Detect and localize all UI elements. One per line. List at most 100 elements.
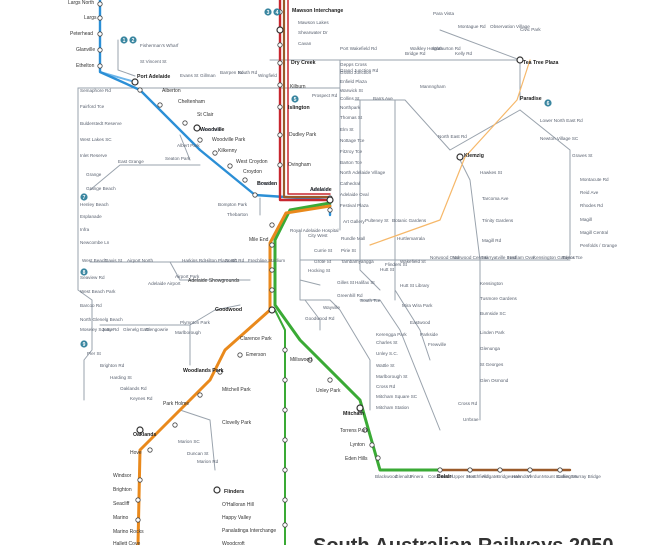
station-label[interactable]: Marryatville East <box>482 255 517 260</box>
station-label[interactable]: Barrpen Rd <box>220 70 244 75</box>
station-label[interactable]: Belair <box>437 474 451 480</box>
station-label[interactable]: Upper Sturt <box>452 474 476 479</box>
station-label[interactable]: Albert Park <box>177 143 200 148</box>
station-label[interactable]: Taylor Tce <box>562 255 583 260</box>
station-label[interactable]: Unley S.C. <box>376 351 398 356</box>
station-dot[interactable] <box>497 467 503 473</box>
station-label[interactable]: Pulteney St <box>365 218 389 223</box>
station-label[interactable]: Brighton Rd <box>100 363 125 368</box>
station-label[interactable]: Goodwood <box>215 307 242 313</box>
station-label[interactable]: Glenalta <box>395 474 413 479</box>
station-label[interactable]: Mitchell Park <box>222 387 251 393</box>
station-label[interactable]: Flinders St <box>385 262 408 267</box>
station-label[interactable]: Adelaide Oval <box>340 192 369 197</box>
station-label[interactable]: Grand Junction <box>340 70 372 75</box>
station-dot[interactable] <box>277 60 283 66</box>
station-label[interactable]: Adelaide <box>310 187 328 192</box>
station-label[interactable]: Collins St <box>340 96 360 101</box>
station-dot[interactable] <box>269 222 275 228</box>
station-label[interactable]: Urrbrae <box>463 417 479 422</box>
station-label[interactable]: Kensington <box>480 281 503 286</box>
station-label[interactable]: Halifax St <box>355 280 375 285</box>
station-dot[interactable] <box>527 467 533 473</box>
station-label[interactable]: Mannngham <box>420 84 446 89</box>
station-dot[interactable] <box>369 442 375 448</box>
station-label[interactable]: Happy Valley <box>222 515 252 521</box>
station-label[interactable]: Prospect Rd <box>312 93 338 98</box>
station-label[interactable]: Keynes Rd <box>130 396 153 401</box>
station-label[interactable]: Fitzroy Tce <box>340 149 363 154</box>
station-label[interactable]: Marlborough St <box>376 374 408 379</box>
station-label[interactable]: Unley Park <box>316 388 341 394</box>
station-label[interactable]: Marino <box>113 515 129 521</box>
station-label[interactable]: Kelly Rd <box>455 51 473 56</box>
station-label[interactable]: Peterhead <box>70 31 93 37</box>
station-label[interactable]: Hilton Plaza SC <box>205 258 238 263</box>
station-label[interactable]: North Adelaide Village <box>340 170 386 175</box>
station-label[interactable]: Grote St <box>314 259 332 264</box>
station-dot[interactable] <box>277 42 283 48</box>
station-dot[interactable] <box>182 120 188 126</box>
station-dot[interactable] <box>197 137 203 143</box>
station-label[interactable]: Grange <box>86 172 102 177</box>
station-dot[interactable] <box>557 467 563 473</box>
station-dot[interactable] <box>227 163 233 169</box>
station-label[interactable]: Marion SC <box>178 439 200 444</box>
station-label[interactable]: Oaklands Rd <box>120 386 147 391</box>
station-dot[interactable] <box>269 242 275 248</box>
station-label[interactable]: Rundle Mall <box>341 236 365 241</box>
station-label[interactable]: Northpark <box>340 105 361 110</box>
station-label[interactable]: Islington <box>288 105 310 111</box>
station-label[interactable]: Magill <box>580 217 592 222</box>
station-label[interactable]: Port Wakefield Rd <box>340 46 377 51</box>
station-label[interactable]: Flinders <box>224 489 244 495</box>
station-label[interactable]: West Croydon <box>236 159 268 165</box>
station-label[interactable]: Brighton <box>113 487 132 493</box>
station-label[interactable]: Bompton Park <box>218 202 248 207</box>
station-dot[interactable] <box>135 497 141 503</box>
station-label[interactable]: Observation Village <box>490 24 530 29</box>
station-label[interactable]: Bowden <box>257 181 277 187</box>
station-dot[interactable] <box>277 162 283 168</box>
station-label[interactable]: Norwood Central <box>453 255 487 260</box>
station-label[interactable]: Ovingham <box>288 162 311 168</box>
station-label[interactable]: Kensington Gardens <box>533 255 576 260</box>
station-label[interactable]: Seaton Park <box>165 156 191 161</box>
station-label[interactable]: Kilburn <box>290 84 306 90</box>
station-dot[interactable] <box>212 150 218 156</box>
station-label[interactable]: Woodville <box>200 127 225 133</box>
station-label[interactable]: Mitcham Station <box>376 405 409 410</box>
station-dot[interactable] <box>277 82 283 88</box>
station-label[interactable]: Clarence Park <box>240 336 272 342</box>
station-label[interactable]: Hutt St Library <box>400 283 430 288</box>
station-label[interactable]: Woodville <box>202 127 222 132</box>
interchange-marker[interactable] <box>131 78 139 86</box>
station-label[interactable]: Enfield Plaza <box>340 79 367 84</box>
station-label[interactable]: Evans St <box>180 73 199 78</box>
station-label[interactable]: Croydon <box>243 169 262 175</box>
station-dot[interactable] <box>327 377 333 383</box>
station-label[interactable]: Hahndorf <box>512 474 532 479</box>
station-label[interactable]: Callington <box>557 474 578 479</box>
station-label[interactable]: West Lakes SC <box>80 137 112 142</box>
station-dot[interactable] <box>97 1 103 7</box>
station-label[interactable]: Montague Rd <box>458 24 486 29</box>
station-label[interactable]: Pinera <box>410 474 424 479</box>
station-label[interactable]: Kilkenny <box>218 148 237 154</box>
station-label[interactable]: Festival Plaza <box>340 203 369 208</box>
station-label[interactable]: Bowden <box>258 181 275 186</box>
station-label[interactable]: Linden Park <box>480 330 505 335</box>
station-dot[interactable] <box>242 177 248 183</box>
station-label[interactable]: Bulderstedt Reserve <box>80 121 122 126</box>
station-label[interactable]: Pier St <box>87 351 102 356</box>
station-label[interactable]: Cross Rd <box>376 384 396 389</box>
station-label[interactable]: Cross Rd <box>458 401 478 406</box>
station-dot[interactable] <box>97 31 103 37</box>
station-label[interactable]: Hadlam Oval <box>508 255 535 260</box>
station-label[interactable]: Inlet Reserve <box>80 153 108 158</box>
station-label[interactable]: Cathedral <box>340 181 360 186</box>
station-label[interactable]: Adelaide Showgrounds <box>188 278 240 284</box>
station-dot[interactable] <box>237 352 243 358</box>
station-label[interactable]: Bridgewater <box>497 474 522 479</box>
station-label[interactable]: Mitcham Square SC <box>376 394 418 399</box>
